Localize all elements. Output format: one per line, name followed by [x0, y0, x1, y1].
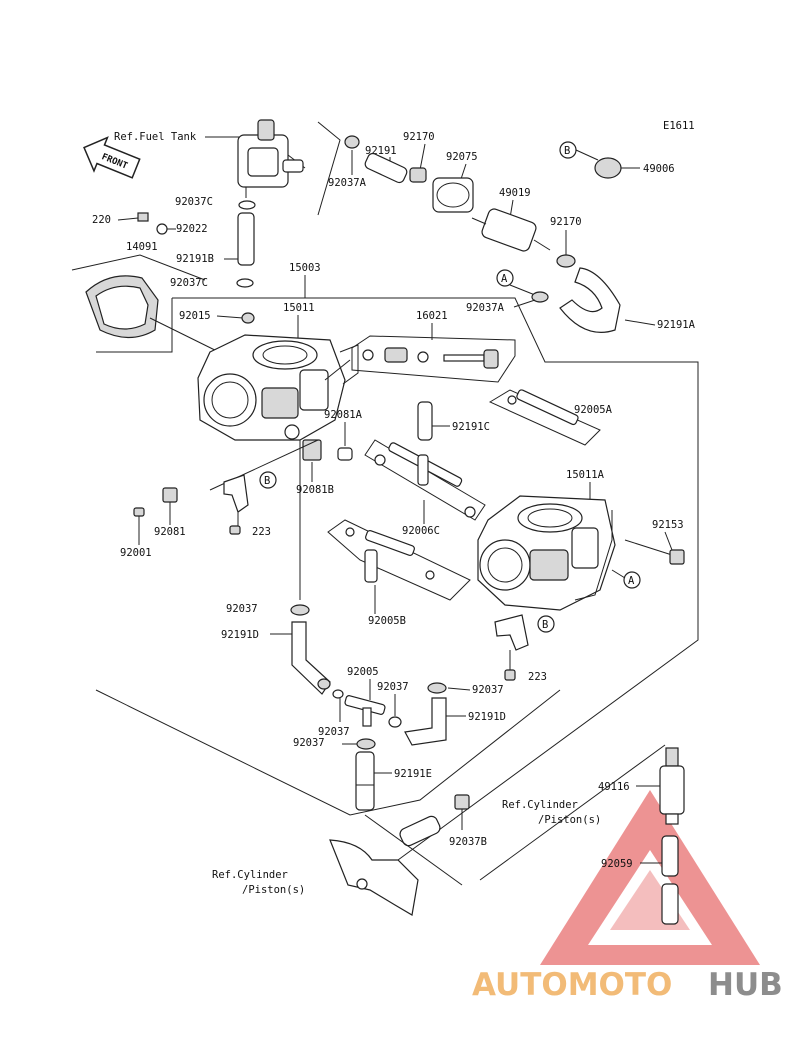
label-92191d-b: 92191D: [468, 711, 506, 723]
callout-b-left-label: B: [264, 475, 270, 487]
label-92005b: 92005B: [368, 615, 406, 627]
fitting-92005b: [327, 519, 471, 601]
watermark-text-1: AUTOMOTO: [472, 967, 672, 1003]
label-92191e: 92191E: [394, 768, 432, 780]
hose-92191d-right: [404, 697, 447, 746]
valve-49116: [659, 747, 685, 825]
label-15003: 15003: [289, 262, 321, 274]
bolt-92153: [624, 539, 685, 565]
label-92037-d: 92037: [472, 684, 504, 696]
label-92006c: 92006C: [402, 525, 440, 537]
label-92191a: 92191A: [657, 319, 696, 331]
callout-a-top-label: A: [501, 273, 508, 285]
hose-92191c: [417, 401, 433, 441]
watermark-text-2: HUB: [708, 967, 783, 1003]
label-92191c: 92191C: [452, 421, 490, 433]
carburetor-15011a: [477, 495, 616, 611]
ref-cylinder-right-2: /Piston(s): [538, 814, 601, 826]
label-15011a: 15011A: [566, 469, 605, 481]
carburetor-15011: [197, 334, 351, 458]
grommet-49006: [594, 157, 622, 179]
hose-92191e: [355, 751, 375, 811]
label-223-a: 223: [252, 526, 271, 538]
label-92037-c: 92037: [318, 726, 350, 738]
cover-14091: [85, 275, 236, 361]
label-92005: 92005: [347, 666, 379, 678]
label-92037-a: 92037: [226, 603, 258, 615]
label-92059: 92059: [601, 858, 633, 870]
callout-a-right-label: A: [628, 575, 635, 587]
bracket-b-right: B: [494, 614, 555, 670]
diagram-code: E1611: [663, 120, 695, 132]
label-92015: 92015: [179, 310, 211, 322]
ref-fuel-tank: Ref.Fuel Tank: [114, 131, 197, 143]
label-92037-e: 92037: [293, 737, 325, 749]
label-15011: 15011: [283, 302, 315, 314]
fuel-filter-49019: [471, 208, 551, 252]
label-49116: 49116: [598, 781, 630, 793]
label-92170-b: 92170: [550, 216, 582, 228]
label-92153: 92153: [652, 519, 684, 531]
front-arrow-icon: FRONT: [83, 136, 141, 179]
label-49019: 49019: [499, 187, 531, 199]
label-92037c-a: 92037C: [175, 196, 213, 208]
label-92081b: 92081B: [296, 484, 334, 496]
fitting-92005: [344, 695, 386, 727]
label-92081a: 92081A: [324, 409, 363, 421]
label-16021: 16021: [416, 310, 448, 322]
label-92001: 92001: [120, 547, 152, 559]
label-92075: 92075: [446, 151, 478, 163]
clamp-92075: [432, 177, 474, 213]
hose-92191a: [559, 267, 621, 333]
label-92005a: 92005A: [574, 404, 613, 416]
label-92037a-a: 92037A: [328, 177, 367, 189]
ref-cylinder-left-2: /Piston(s): [242, 884, 305, 896]
fitting-92005a: [488, 389, 601, 446]
label-92037b: 92037B: [449, 836, 487, 848]
fitting-92037b: [399, 794, 470, 847]
label-223-b: 223: [528, 671, 547, 683]
label-92191d-a: 92191D: [221, 629, 259, 641]
hose-92059: [661, 835, 679, 925]
callout-a-top: [496, 269, 514, 287]
ref-cylinder-left-1: Ref.Cylinder: [212, 869, 288, 881]
label-92037a-b: 92037A: [466, 302, 505, 314]
parts-kit-16021: [351, 335, 516, 383]
fuel-cock: [237, 119, 306, 198]
label-92081: 92081: [154, 526, 186, 538]
label-92022: 92022: [176, 223, 208, 235]
label-92037-b: 92037: [377, 681, 409, 693]
bracket-b-left: B: [223, 471, 277, 528]
callout-a-right: [623, 571, 641, 589]
label-92191b: 92191B: [176, 253, 214, 265]
label-92170-a: 92170: [403, 131, 435, 143]
spring-92081: [162, 487, 178, 503]
watermark-text: AUTOMOTO HUB: [472, 967, 783, 1003]
callout-b-top-label: B: [564, 145, 570, 157]
label-92037c-b: 92037C: [170, 277, 208, 289]
cylinder-left: [329, 839, 419, 916]
label-49006: 49006: [643, 163, 675, 175]
label-14091: 14091: [126, 241, 158, 253]
callout-b-right-label: B: [542, 619, 548, 631]
label-220: 220: [92, 214, 111, 226]
fitting-92006c: [364, 439, 486, 521]
ref-cylinder-right-1: Ref.Cylinder: [502, 799, 578, 811]
